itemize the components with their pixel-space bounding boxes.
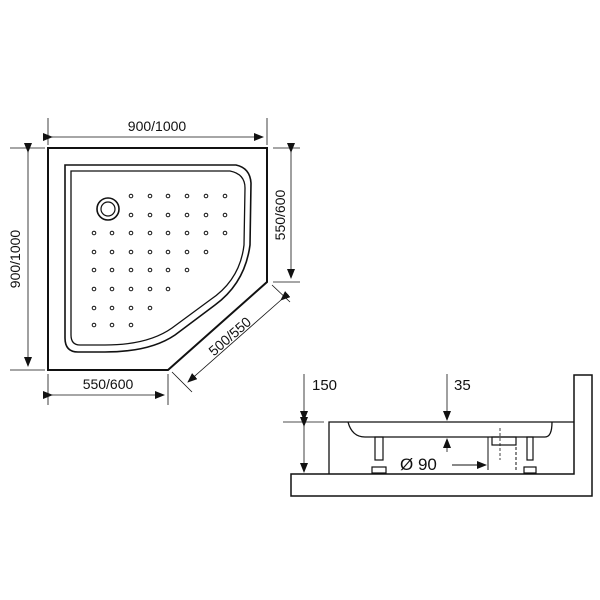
leg-left: [374, 436, 384, 461]
leg-right: [526, 436, 534, 461]
tray-profile: [347, 421, 553, 438]
dim-diagonal-label: 500/550: [205, 313, 254, 358]
floor-wall: [290, 374, 593, 497]
side-view: [283, 374, 593, 497]
drain-icon: [96, 197, 120, 221]
anti-slip-dots: [91, 193, 228, 328]
dim-right-label: 550/600: [272, 189, 288, 240]
dim-bottom-label: 550/600: [83, 376, 134, 392]
drain-fitting: [491, 436, 517, 446]
dim-top-label: 900/1000: [128, 118, 187, 134]
dim-drain-label: Ø 90: [400, 455, 437, 474]
top-view: 900/1000 900/1000 550/600 550/600 500/55…: [7, 118, 300, 405]
tray-basin: [70, 170, 246, 346]
dim-depth-label: 35: [454, 377, 471, 394]
dim-left-label: 900/1000: [7, 230, 23, 289]
dim-height-label: 150: [312, 377, 337, 394]
